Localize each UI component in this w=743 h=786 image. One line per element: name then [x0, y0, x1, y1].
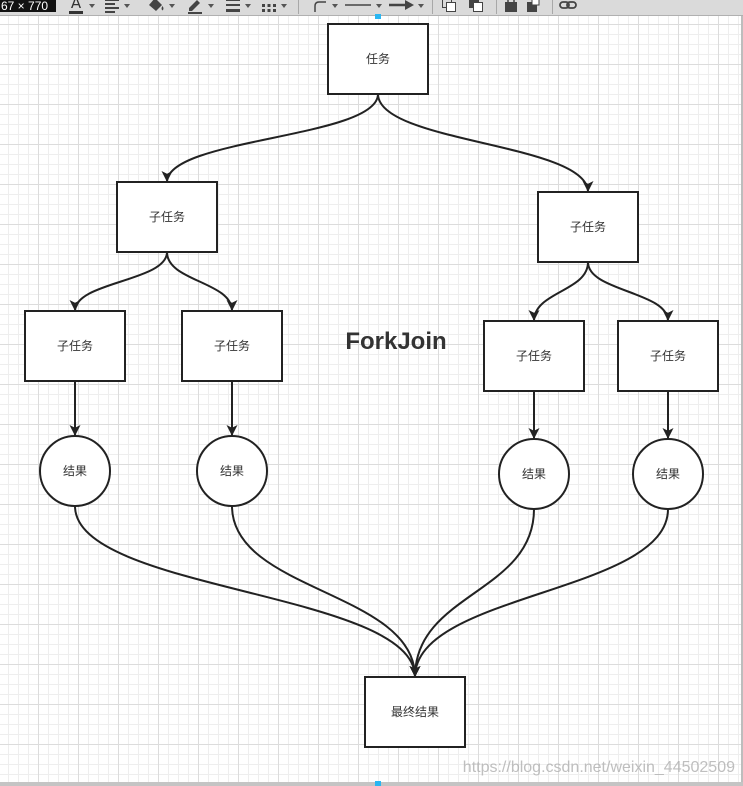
subtask-label: 子任务 [516, 348, 552, 363]
drawing-canvas[interactable] [0, 16, 741, 782]
node-subtask-right-left[interactable]: 子任务 [483, 320, 585, 392]
fill-color-icon [149, 0, 164, 11]
result-label: 结果 [522, 467, 546, 481]
result-circle[interactable] [632, 438, 704, 510]
line-color-icon [188, 0, 202, 14]
node-subtask-left[interactable]: 子任务 [116, 181, 218, 253]
dropdown-arrow-icon[interactable] [208, 4, 214, 8]
result-label: 结果 [220, 464, 244, 478]
line-color-button[interactable] [186, 0, 204, 15]
subtask-box[interactable] [116, 181, 218, 253]
toolbar-separator [432, 0, 433, 14]
dropdown-arrow-icon[interactable] [169, 4, 175, 8]
subtask-box[interactable] [537, 191, 639, 263]
edge-arrow[interactable] [377, 93, 594, 193]
line-end-button[interactable] [387, 0, 415, 15]
node-subtask-right-right[interactable]: 子任务 [617, 320, 719, 392]
dropdown-arrow-icon[interactable] [245, 4, 251, 8]
node-final-result[interactable]: 最终结果 [364, 676, 466, 748]
node-subtask-left-right[interactable]: 子任务 [181, 310, 283, 382]
line-style-button[interactable] [343, 0, 373, 15]
dropdown-arrow-icon[interactable] [281, 4, 287, 8]
subtask-label: 子任务 [650, 348, 686, 363]
font-color-icon: A [70, 0, 82, 12]
edge-arrow[interactable] [74, 505, 421, 678]
pattern-button[interactable] [260, 0, 278, 15]
node-task[interactable]: 任务 [327, 23, 429, 95]
canvas-bottom-border [0, 782, 743, 786]
edge-layer [69, 93, 674, 678]
result-label: 结果 [63, 464, 87, 478]
format-toolbar: 67 × 770 A [0, 0, 743, 16]
task-box[interactable] [327, 23, 429, 95]
toolbar-separator [496, 0, 497, 14]
link-icon [559, 1, 577, 9]
link-button[interactable] [558, 0, 578, 15]
subtask-box[interactable] [617, 320, 719, 392]
canvas-right-border [741, 0, 743, 786]
toolbar-separator [552, 0, 553, 14]
subtask-label: 子任务 [57, 338, 93, 353]
line-style-icon [345, 4, 371, 6]
diagram-title-label[interactable]: ForkJoin [345, 328, 446, 355]
result-circle[interactable] [498, 438, 570, 510]
line-width-button[interactable] [224, 0, 242, 15]
selection-size-label: 67 × 770 [0, 0, 56, 12]
subtask-box[interactable] [483, 320, 585, 392]
waypoints-icon [314, 1, 326, 12]
task-label: 任务 [366, 51, 390, 66]
subtask-box[interactable] [24, 310, 126, 382]
dropdown-arrow-icon[interactable] [376, 4, 382, 8]
subtask-box[interactable] [181, 310, 283, 382]
selection-handle-bottom[interactable] [375, 781, 381, 786]
node-result-4[interactable]: 结果 [632, 438, 704, 510]
dropdown-arrow-icon[interactable] [124, 4, 130, 8]
final-result-box[interactable] [364, 676, 466, 748]
result-circle[interactable] [39, 435, 111, 507]
waypoints-button[interactable] [311, 0, 329, 15]
dropdown-arrow-icon[interactable] [332, 4, 338, 8]
font-color-button[interactable]: A [67, 0, 85, 15]
copy-style-button[interactable] [467, 0, 485, 15]
dropdown-arrow-icon[interactable] [418, 4, 424, 8]
node-result-3[interactable]: 结果 [498, 438, 570, 510]
subtask-label: 子任务 [214, 338, 250, 353]
pattern-icon [262, 4, 276, 12]
align-text-button[interactable] [103, 0, 121, 15]
subtask-label: 子任务 [570, 219, 606, 234]
edge-arrow[interactable] [161, 93, 379, 183]
watermark-url: https://blog.csdn.net/weixin_44502509 [462, 759, 735, 776]
node-subtask-right[interactable]: 子任务 [537, 191, 639, 263]
node-subtask-left-left[interactable]: 子任务 [24, 310, 126, 382]
line-end-icon [389, 0, 414, 10]
dropdown-arrow-icon[interactable] [89, 4, 95, 8]
edge-arrow[interactable] [409, 508, 535, 678]
duplicate-icon [442, 0, 456, 12]
result-circle[interactable] [196, 435, 268, 507]
edge-arrow[interactable] [166, 251, 238, 312]
to-back-button[interactable] [524, 0, 542, 15]
edge-arrow[interactable] [528, 261, 589, 322]
align-text-icon [105, 0, 119, 13]
edge-arrow[interactable] [69, 251, 168, 312]
to-front-icon [505, 0, 517, 12]
to-front-button[interactable] [502, 0, 520, 15]
line-width-icon [226, 0, 240, 12]
to-back-icon [527, 0, 540, 12]
result-label: 结果 [656, 467, 680, 481]
subtask-label: 子任务 [149, 209, 185, 224]
edge-arrow[interactable] [409, 508, 669, 678]
edge-arrow[interactable] [587, 261, 674, 322]
fill-color-button[interactable] [147, 0, 165, 15]
selection-handle-top[interactable] [375, 14, 381, 19]
edge-arrow[interactable] [231, 505, 421, 678]
duplicate-button[interactable] [440, 0, 458, 15]
final-result-label: 最终结果 [391, 704, 439, 719]
font-color-swatch [69, 11, 83, 14]
node-result-2[interactable]: 结果 [196, 435, 268, 507]
toolbar-separator [298, 0, 299, 14]
copy-style-icon [469, 0, 483, 12]
node-result-1[interactable]: 结果 [39, 435, 111, 507]
